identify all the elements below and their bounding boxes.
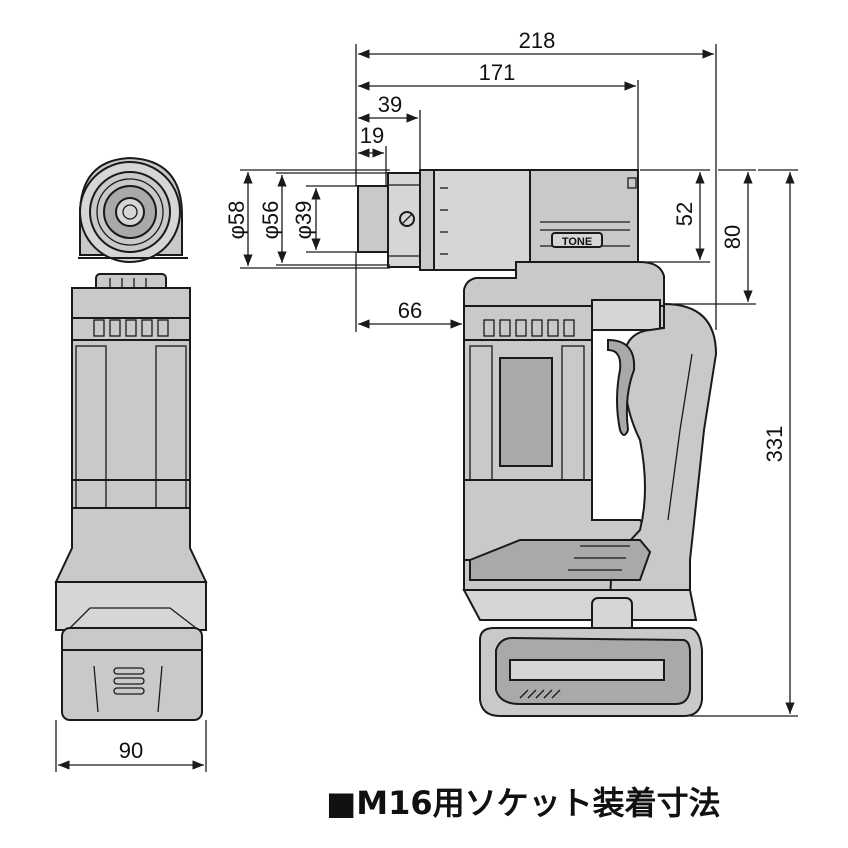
dim-dia-56-label: φ56: [258, 201, 283, 240]
brand-label: TONE: [562, 236, 592, 248]
dim-head-length: 39: [358, 92, 421, 172]
dim-overall-length: 218: [355, 28, 717, 330]
dim-socket-depth: 19: [358, 123, 387, 186]
dim-head-to-body: 66: [355, 252, 462, 332]
dim-width: 90: [55, 720, 207, 772]
dim-head-height-label: 52: [672, 202, 697, 226]
dim-upper-height-label: 80: [720, 225, 745, 249]
dim-overall-length-label: 218: [519, 28, 556, 53]
side-view-handle: [469, 302, 718, 601]
dim-length-to-rear-label: 171: [479, 60, 516, 85]
dim-diameters: φ58 φ56 φ39: [224, 169, 390, 269]
side-view: TONE: [224, 28, 798, 717]
front-view-battery: [54, 507, 208, 721]
caption: ■M16用ソケット装着寸法: [326, 784, 721, 822]
dim-head-to-body-label: 66: [398, 298, 422, 323]
front-view-head: [78, 156, 188, 299]
dim-overall-height: 331: [690, 169, 798, 717]
side-view-socket: TONE: [357, 169, 639, 271]
dim-dia-58-label: φ58: [224, 201, 249, 240]
front-view-body: [71, 287, 191, 509]
dim-socket-depth-label: 19: [360, 123, 384, 148]
front-view: 90: [54, 156, 208, 772]
side-view-battery: [462, 589, 703, 717]
dim-dia-39-label: φ39: [291, 201, 316, 240]
dim-head-height: 52: [640, 169, 710, 263]
dim-overall-height-label: 331: [762, 426, 787, 463]
dim-length-to-rear: 171: [358, 60, 639, 172]
dim-upper-height: 80: [664, 169, 756, 305]
side-view-body: [463, 261, 665, 591]
dim-width-label: 90: [119, 738, 143, 763]
dim-head-length-label: 39: [378, 92, 402, 117]
